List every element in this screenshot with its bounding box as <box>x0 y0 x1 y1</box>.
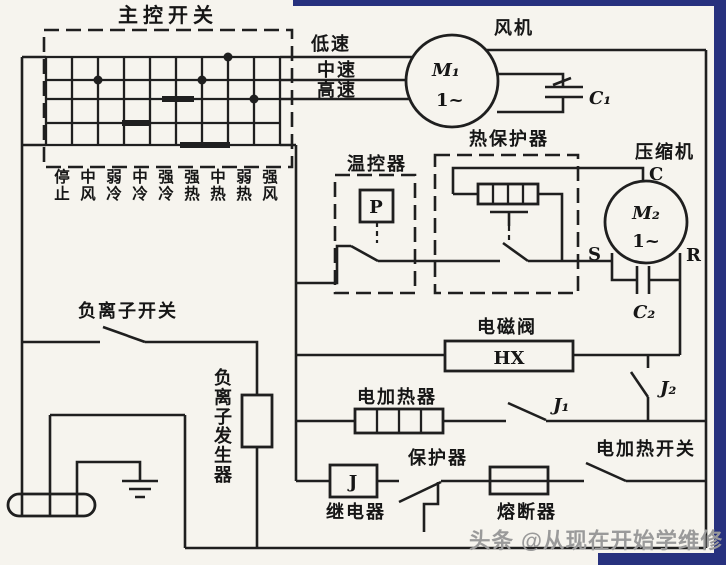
j2-label: J₂ <box>657 378 677 399</box>
power-rails <box>20 48 708 550</box>
compressor-terminal-r: R <box>686 245 702 266</box>
scan-border-bottom <box>598 553 726 565</box>
fan-label: 风机 <box>494 18 534 38</box>
speed-label-low: 低速 <box>310 33 351 54</box>
compressor-motor <box>573 179 689 357</box>
relay-coil-label: J <box>347 472 358 493</box>
thermostat-switch-icon <box>350 244 379 263</box>
switch-position-label: 停止 <box>54 167 70 203</box>
protector-switch-icon <box>398 480 442 504</box>
fan-motor-code: M₁ <box>431 60 460 81</box>
relay-coil-box <box>328 463 379 499</box>
thermostat-box <box>296 173 500 295</box>
compressor-label: 压缩机 <box>635 141 695 162</box>
solenoid-valve-code: HX <box>494 348 525 369</box>
power-plug-icon <box>6 460 142 518</box>
thermal-protector-label: 热保护器 <box>469 128 549 149</box>
switch-closed-contacts <box>122 96 230 148</box>
switch-position-label: 强冷 <box>158 168 174 203</box>
j1-switch-icon <box>507 401 547 422</box>
switch-position-label: 中风 <box>80 167 96 203</box>
switch-position-label: 强风 <box>262 168 278 203</box>
relay-circuit <box>296 461 706 532</box>
protector-actuator-icon <box>422 482 440 532</box>
negative-ion-circuit <box>22 325 274 548</box>
fan-capacitor-label: C₁ <box>589 88 611 109</box>
main-switch-label: 主控开关 <box>118 3 218 27</box>
heating-switch-label: 电加热开关 <box>596 438 696 459</box>
fuse-label: 熔断器 <box>497 501 557 522</box>
scan-border-top <box>293 0 726 6</box>
j2-branch <box>629 355 650 421</box>
j1-label: J₁ <box>550 395 569 416</box>
watermark: 头条 @从现在开始学维修 <box>469 528 723 553</box>
speed-label-high: 高速 <box>317 79 357 100</box>
sensor-p-label: P <box>369 197 383 218</box>
solenoid-valve-box <box>296 339 575 373</box>
negative-ion-switch-label: 负离子开关 <box>78 300 178 321</box>
speed-label-mid: 中速 <box>317 59 357 80</box>
thermal-protector-box <box>433 153 645 295</box>
heater-circuit <box>296 401 706 435</box>
bimetal-icon <box>490 210 528 226</box>
switch-position-label: 弱冷 <box>106 168 122 203</box>
fan-motor <box>404 33 500 129</box>
ground-icon <box>122 479 158 499</box>
negative-ion-generator-label: 负离子发生器 <box>213 367 234 485</box>
compressor-terminal-s: S <box>588 244 601 265</box>
switch-contact-dots <box>93 52 259 104</box>
main-switch-grid <box>42 28 298 481</box>
common-bus-wire <box>280 143 298 481</box>
relay-label: 继电器 <box>326 501 386 522</box>
negative-ion-switch-icon <box>102 325 146 344</box>
j2-switch-icon <box>629 371 650 398</box>
heating-switch-icon <box>585 461 627 483</box>
negative-ion-generator-box <box>240 393 274 449</box>
thermostat-label: 温控器 <box>347 153 407 174</box>
fan-capacitor <box>497 72 583 114</box>
compressor-motor-phase: 1~ <box>632 231 660 252</box>
thermal-protector-switch-icon <box>502 241 529 263</box>
compressor-capacitor-label: C₂ <box>633 302 655 323</box>
switch-position-label: 强热 <box>184 168 200 203</box>
switch-position-label: 中冷 <box>132 167 148 203</box>
scan-border-right <box>714 0 726 565</box>
solenoid-valve-label: 电磁阀 <box>477 316 537 337</box>
switch-position-label: 弱热 <box>236 168 252 203</box>
compressor-motor-code: M₂ <box>631 203 660 224</box>
fan-motor-phase: 1~ <box>436 90 464 111</box>
fan-speed-wires <box>280 55 412 101</box>
switch-position-label: 中热 <box>210 167 226 203</box>
protector-label: 保护器 <box>407 447 468 468</box>
heater-label: 电加热器 <box>357 386 437 407</box>
fuse-icon <box>488 465 550 496</box>
compressor-terminal-c: C <box>649 164 663 185</box>
